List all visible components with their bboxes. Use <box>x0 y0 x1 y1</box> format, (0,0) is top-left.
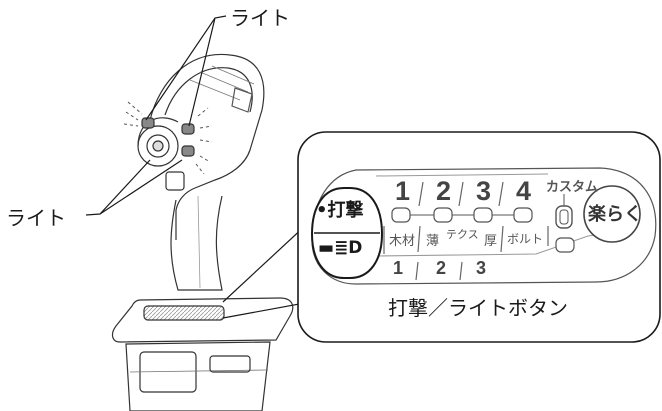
lower-mode-number-1: 1 <box>393 258 404 278</box>
strike-light-button-callout: 打撃／ライトボタン <box>388 296 568 320</box>
material-label-thick: 厚 <box>484 234 498 249</box>
mode-number-3: 3 <box>476 176 492 206</box>
mode-number-1: 1 <box>395 176 411 206</box>
light-rays <box>123 101 213 175</box>
light-lens-top-left <box>141 117 155 129</box>
control-panel-face <box>311 167 657 285</box>
trigger <box>165 171 185 191</box>
material-label-wood: 木材 <box>389 234 416 249</box>
battery-outline <box>125 341 271 411</box>
easy-mode-label: 楽らく <box>588 204 642 225</box>
tool-body-outline <box>149 53 265 240</box>
custom-label: カスタム <box>546 180 599 195</box>
strike-button-label: •打撃 <box>316 200 364 221</box>
light-callout-top: ライト <box>230 6 290 30</box>
light-icon-label: ▬≣D <box>318 238 362 258</box>
mode-number-4: 4 <box>516 176 532 206</box>
material-label-thin: 薄 <box>426 234 440 249</box>
mode-indicator-leds <box>391 207 533 223</box>
light-lens-top-right <box>181 123 195 135</box>
tool-base-outline <box>111 297 294 343</box>
light-callout-left: ライト <box>6 206 66 230</box>
chuck-inner <box>146 134 170 158</box>
material-label-tex: テクス <box>446 228 479 241</box>
tool-grip-outline <box>170 195 223 291</box>
lower-mode-number-2: 2 <box>436 258 447 278</box>
material-label-bolt: ボルト <box>507 232 544 246</box>
easy-mode-button <box>583 185 641 243</box>
secondary-led <box>555 237 575 253</box>
headlight-icon: ≣D <box>334 238 363 258</box>
impact-driver-drawing <box>111 53 294 411</box>
lower-mode-number-3: 3 <box>476 258 487 278</box>
light-bar-icon: ▬ <box>318 238 335 258</box>
control-panel-on-tool <box>143 305 225 321</box>
light-lens-bottom-right <box>181 145 195 157</box>
mode-number-2: 2 <box>436 176 452 206</box>
